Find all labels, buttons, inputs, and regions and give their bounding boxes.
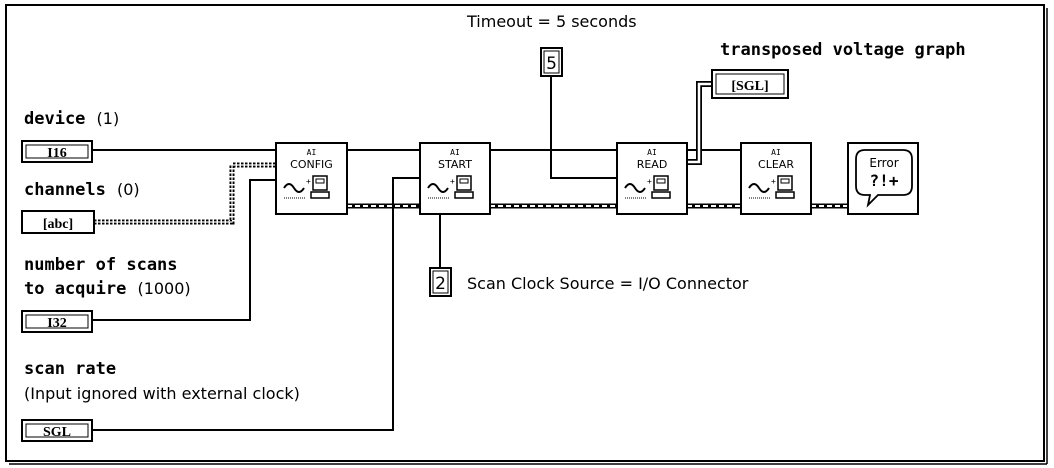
svg-text:I16: I16	[47, 146, 66, 161]
svg-text:START: START	[438, 158, 472, 171]
svg-text:+: +	[306, 177, 311, 186]
scans-terminal[interactable]: I32	[21, 310, 93, 333]
daq-icon: +	[427, 175, 474, 199]
scans-label-line2: to acquire (1000)	[24, 279, 191, 299]
error-bubble-icon: Error ?!+	[855, 149, 913, 208]
svg-text:[abc]: [abc]	[43, 217, 73, 232]
scans-wire	[92, 179, 276, 321]
svg-text:[SGL]: [SGL]	[731, 79, 768, 94]
svg-text:AI: AI	[647, 148, 657, 157]
svg-text:2: 2	[435, 274, 446, 294]
svg-text:CLEAR: CLEAR	[758, 158, 794, 171]
scanrate-wire	[92, 177, 420, 431]
svg-text:+: +	[450, 177, 455, 186]
ai-read-vi[interactable]: AI READ +	[616, 142, 688, 215]
svg-text:Error: Error	[869, 156, 898, 170]
scanrate-note: (Input ignored with external clock)	[24, 384, 300, 403]
scanrate-label: scan rate	[24, 359, 116, 379]
svg-text:CONFIG: CONFIG	[290, 158, 333, 171]
svg-text:+: +	[771, 177, 776, 186]
scanrate-terminal[interactable]: SGL	[21, 419, 93, 442]
channels-label: channels (0)	[24, 180, 140, 200]
svg-text:+: +	[647, 177, 652, 186]
svg-text:5: 5	[546, 54, 557, 74]
svg-text:AI: AI	[771, 148, 781, 157]
diagram-frame	[5, 4, 1045, 462]
channels-terminal[interactable]: [abc]	[21, 210, 95, 234]
ai-clear-vi[interactable]: AI CLEAR +	[740, 142, 812, 215]
daq-icon: +	[283, 175, 330, 199]
error-handler-vi[interactable]: Error ?!+	[847, 142, 919, 215]
device-terminal[interactable]: I16	[21, 140, 93, 163]
timeout-label: Timeout = 5 seconds	[466, 12, 637, 31]
device-label: device (1)	[24, 109, 119, 129]
voltage-array-wire	[687, 81, 712, 165]
timeout-wire	[550, 76, 617, 179]
transposed-label: transposed voltage graph	[720, 40, 966, 60]
svg-text:SGL: SGL	[43, 425, 71, 440]
svg-text:AI: AI	[450, 148, 460, 157]
transposed-graph-terminal[interactable]: [SGL]	[711, 69, 789, 99]
clock-constant[interactable]: 2	[429, 267, 452, 297]
daq-icon: +	[624, 175, 671, 199]
ai-config-vi[interactable]: AI CONFIG +	[275, 142, 348, 215]
svg-text:READ: READ	[637, 158, 668, 171]
svg-text:AI: AI	[307, 148, 317, 157]
svg-text:I32: I32	[47, 316, 66, 331]
timeout-constant[interactable]: 5	[540, 47, 563, 77]
svg-text:?!+: ?!+	[870, 171, 899, 190]
daq-icon: +	[748, 175, 795, 199]
scan-clock-label: Scan Clock Source = I/O Connector	[467, 274, 749, 293]
scans-label-line1: number of scans	[24, 255, 178, 275]
ai-start-vi[interactable]: AI START +	[419, 142, 491, 215]
